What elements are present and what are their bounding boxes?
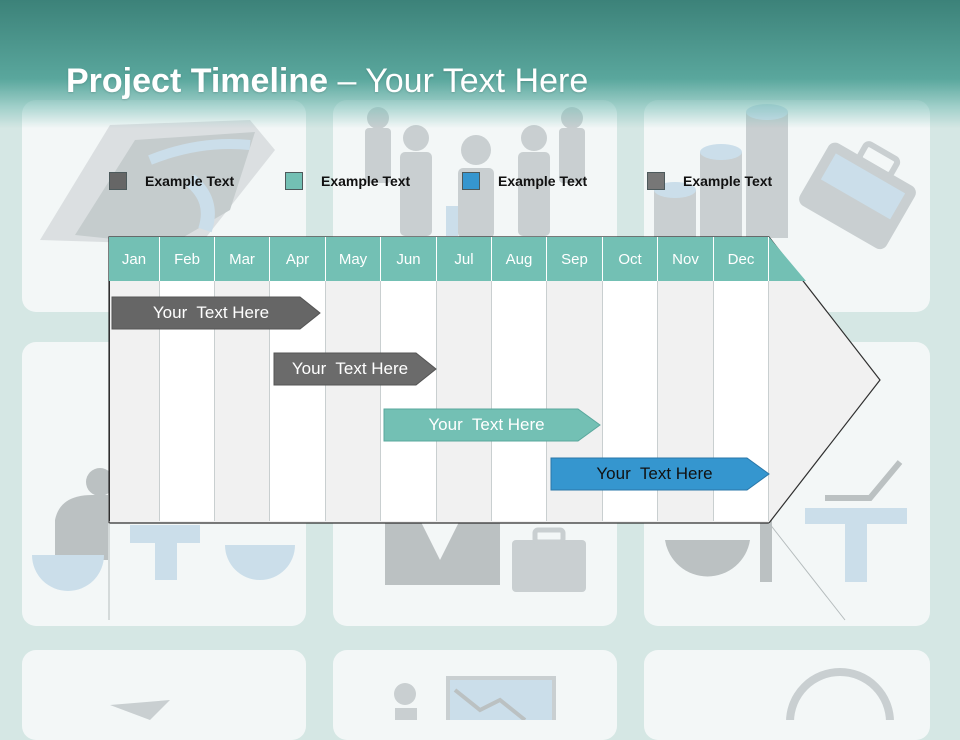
month-label: Oct — [603, 237, 658, 281]
month-label: Apr — [270, 237, 326, 281]
header-band — [0, 0, 960, 128]
month-label: Jul — [437, 237, 492, 281]
legend-swatch — [462, 172, 480, 190]
month-label: Nov — [658, 237, 714, 281]
legend-swatch — [109, 172, 127, 190]
timeline-arrow-reflection — [108, 522, 846, 621]
bar-cylinders-icon — [654, 104, 788, 238]
title-bold: Project Timeline — [66, 62, 329, 100]
month-label: Jun — [381, 237, 437, 281]
month-label: Dec — [714, 237, 769, 281]
background-illustrations — [32, 104, 916, 720]
legend-item: Example Text — [285, 170, 410, 192]
legend-item: Example Text — [109, 170, 234, 192]
month-label: Mar — [215, 237, 270, 281]
task-bar — [111, 296, 321, 330]
legend-label: Example Text — [145, 173, 235, 189]
month-label: Sep — [547, 237, 603, 281]
legend-label: Example Text — [321, 173, 411, 189]
seated-person-icon — [32, 468, 295, 591]
desk-laptop-icon — [665, 460, 907, 582]
suitcase-icon — [385, 520, 586, 592]
legend-item: Example Text — [462, 170, 587, 192]
legend-label: Example Text — [683, 173, 773, 189]
month-column — [326, 281, 381, 521]
timeline-arrow-header-tip — [769, 237, 806, 281]
month-column — [381, 281, 437, 521]
title-rest: – Your Text Here — [328, 62, 589, 100]
legend-label: Example Text — [498, 173, 588, 189]
legend-item: Example Text — [647, 170, 772, 192]
task-bar — [550, 457, 770, 491]
clock-icon — [786, 668, 894, 720]
month-label: Aug — [492, 237, 547, 281]
page-title: Project Timeline – Your Text Here — [66, 60, 588, 102]
task-bars — [111, 296, 770, 491]
presenter-icon — [394, 676, 556, 720]
legend-swatch — [285, 172, 303, 190]
month-label: May — [326, 237, 381, 281]
month-column — [437, 281, 492, 521]
arrow-icon — [110, 700, 170, 720]
legend-swatch — [647, 172, 665, 190]
newspaper-icon — [40, 120, 275, 245]
briefcase-icon — [799, 141, 916, 250]
month-column — [492, 281, 547, 521]
task-bar — [273, 352, 437, 386]
month-label: Feb — [160, 237, 215, 281]
task-bar — [383, 408, 601, 442]
month-label: Jan — [109, 237, 160, 281]
